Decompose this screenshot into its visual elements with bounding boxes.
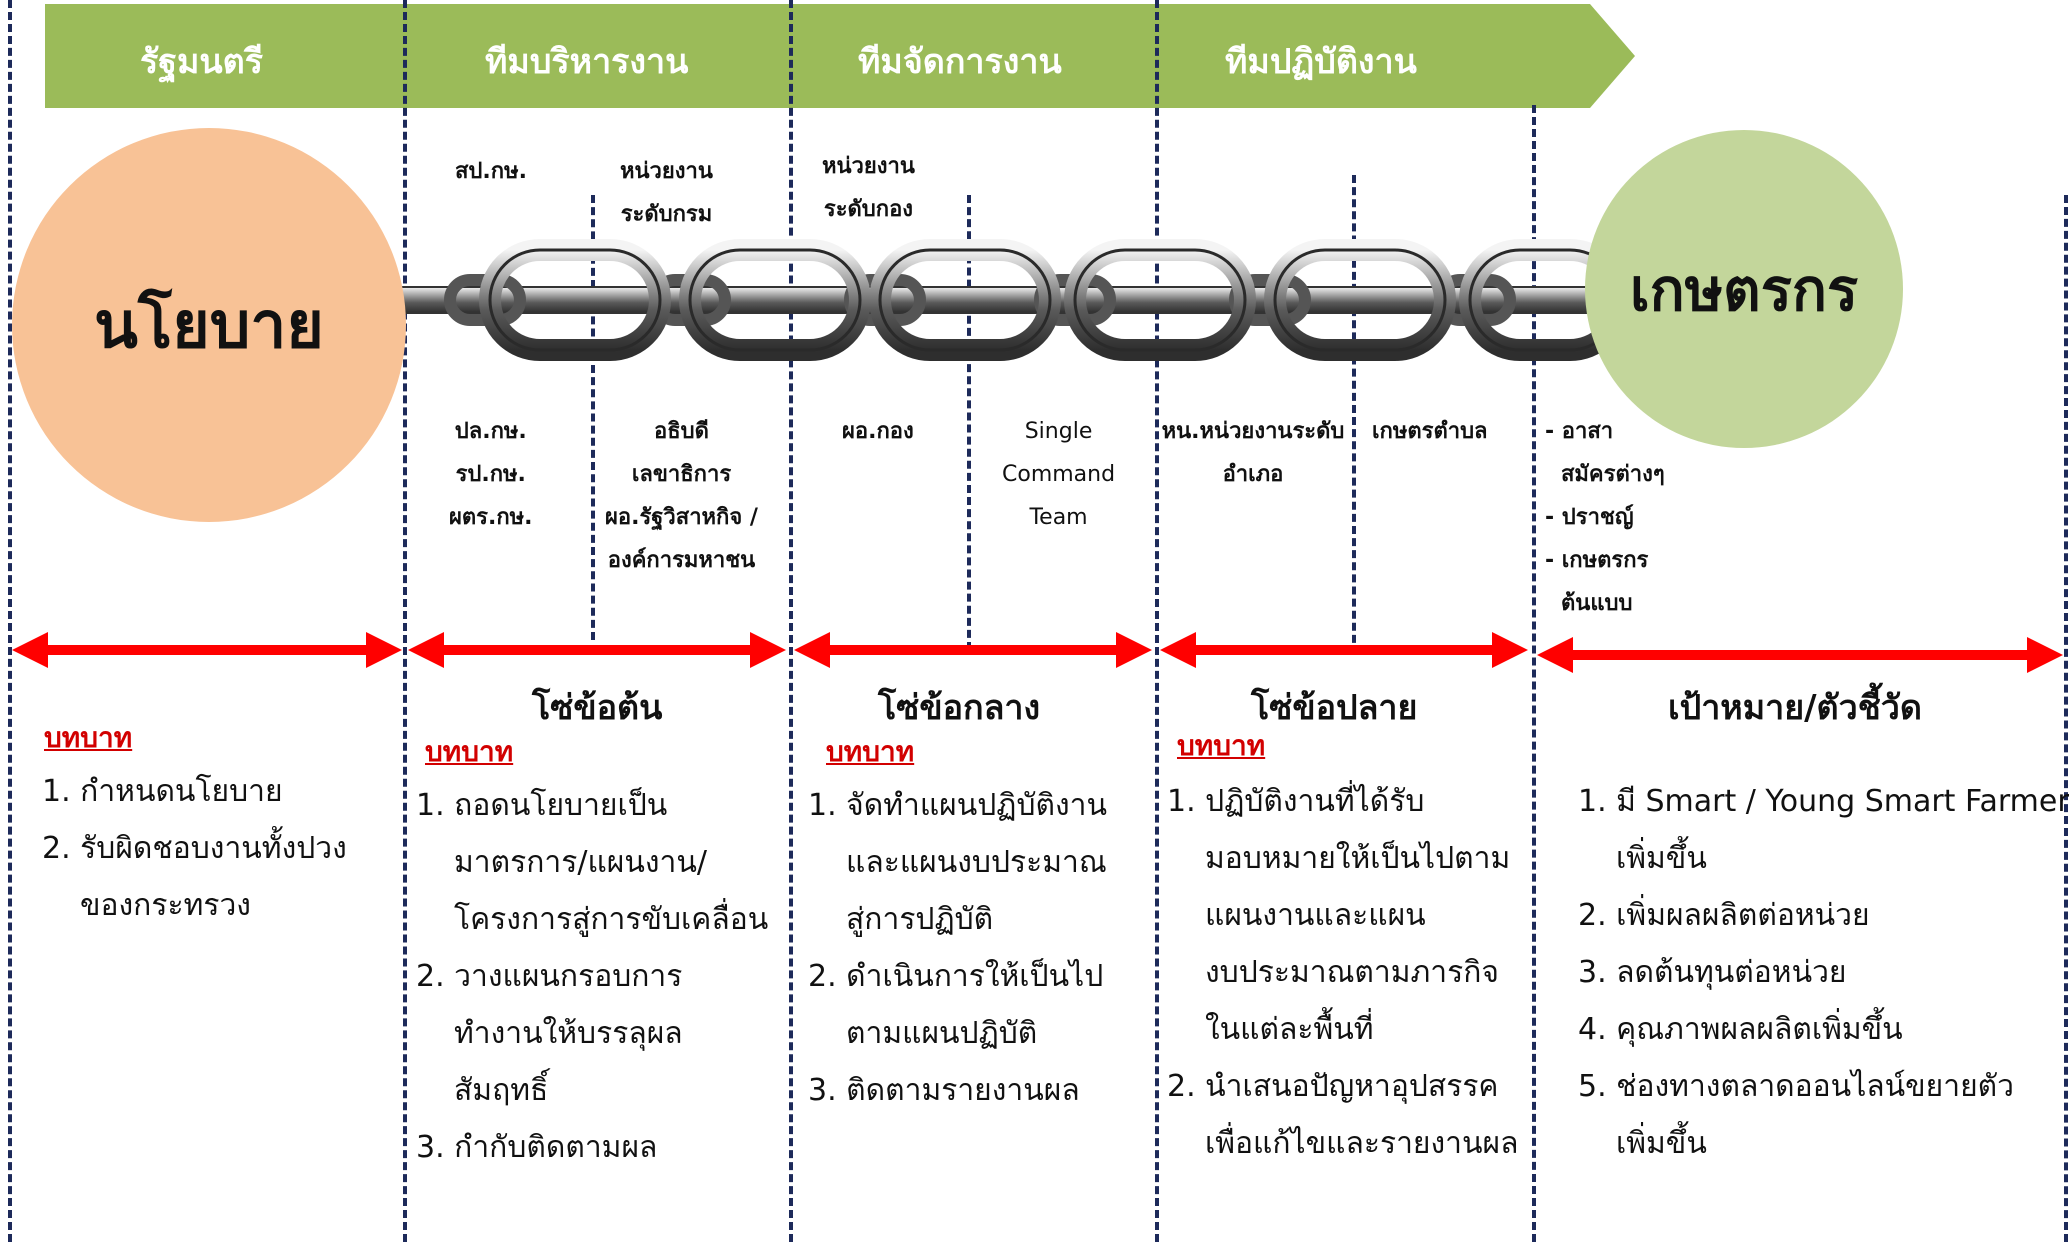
farmers-label: เกษตรกร <box>1629 255 1859 324</box>
header-operations-team: ทีมจัดการงาน <box>858 42 1062 82</box>
end-role-list: 1. ปฏิบัติงานที่ได้รับมอบหมายให้เป็นไปตา… <box>1167 773 1518 1172</box>
title-targets: เป้าหมาย/ตัวชี้วัด <box>1668 688 1922 728</box>
label-district-head: หน.หน่วยงานระดับอำเภอ <box>1161 419 1345 487</box>
list-item: 3. ลดต้นทุนต่อหน่วย <box>1578 955 1847 990</box>
list-item: 2. นำเสนอปัญหาอุปสรรคเพื่อแก้ไขและรายงาน… <box>1167 1069 1519 1161</box>
header-management-team: ทีมบริหารงาน <box>485 42 689 82</box>
divider-start-middle <box>789 0 793 1242</box>
chain-image <box>380 239 1630 361</box>
arrow-target-span <box>1537 637 2063 673</box>
list-item: 1. จัดทำแผนปฏิบัติงานและแผนงบประมาณสู่กา… <box>808 788 1107 937</box>
header-minister: รัฐมนตรี <box>140 42 264 82</box>
list-item: 2. รับผิดชอบงานทั้งปวงของกระทรวง <box>42 831 347 923</box>
arrow-start-span <box>408 632 786 668</box>
list-item: 4. คุณภาพผลผลิตเพิ่มขึ้น <box>1578 1012 1903 1047</box>
divider-end-inner <box>1352 175 1356 655</box>
chain-front-links <box>479 239 1630 361</box>
divider-left-edge <box>8 0 12 1242</box>
header-field-team: ทีมปฏิบัติงาน <box>1225 42 1417 82</box>
list-item: 1. ถอดนโยบายเป็นมาตรการ/แผนงาน/โครงการสู… <box>416 788 769 937</box>
list-item: 5. ช่องทางตลาดออนไลน์ขยายตัวเพิ่มขึ้น <box>1578 1069 2015 1161</box>
list-item: 2. วางแผนกรอบการทำงานให้บรรลุผลสัมฤทธิ์ <box>416 959 683 1108</box>
start-role-list: 1. ถอดนโยบายเป็นมาตรการ/แผนงาน/โครงการสู… <box>416 777 768 1176</box>
header-arrow-banner <box>45 4 1635 108</box>
role-heading-minister: บทบาท <box>44 721 133 754</box>
arrow-end-span <box>1160 632 1528 668</box>
label-division-head: ผอ.กอง <box>842 419 914 444</box>
title-end-link: โซ่ข้อปลาย <box>1251 688 1418 728</box>
title-middle-link: โซ่ข้อกลาง <box>878 688 1041 728</box>
label-department-unit: หน่วยงานระดับกรม <box>620 159 713 227</box>
label-division-unit: หน่วยงานระดับกอง <box>822 154 915 222</box>
divider-right-edge <box>2064 195 2068 1242</box>
policy-circle: นโยบาย <box>12 128 406 522</box>
label-farmer-groups: - อาสา สมัครต่างๆ - ปราชญ์ - เกษตรกร ต้น… <box>1545 419 1665 616</box>
arrow-middle-span <box>794 632 1152 668</box>
divider-end-target <box>1532 105 1536 1242</box>
list-item: 2. เพิ่มผลผลิตต่อหน่วย <box>1578 898 1870 933</box>
minister-role-list: 1. กำหนดนโยบาย 2. รับผิดชอบงานทั้งปวงของ… <box>42 763 347 934</box>
list-item: 1. ปฏิบัติงานที่ได้รับมอบหมายให้เป็นไปตา… <box>1167 784 1511 1047</box>
arrow-minister-span <box>12 632 402 668</box>
role-heading-middle: บทบาท <box>826 735 915 768</box>
role-heading-end: บทบาท <box>1177 729 1266 762</box>
label-office-permanent-secretary: สป.กษ. <box>455 159 527 184</box>
title-start-link: โซ่ข้อต้น <box>532 688 663 728</box>
header-banner-shape <box>45 4 1635 108</box>
divider-middle-end <box>1155 0 1159 1242</box>
divider-middle-inner <box>967 195 971 650</box>
role-heading-start: บทบาท <box>425 735 514 768</box>
label-subdistrict-extension: เกษตรตำบล <box>1372 419 1488 444</box>
middle-role-list: 1. จัดทำแผนปฏิบัติงานและแผนงบประมาณสู่กา… <box>808 777 1107 1119</box>
list-item: 3. ติดตามรายงานผล <box>808 1073 1080 1108</box>
list-item: 3. กำกับติดตามผล <box>416 1130 658 1165</box>
divider-minister-start <box>403 0 407 1242</box>
policy-label: นโยบาย <box>94 289 324 363</box>
list-item: 2. ดำเนินการให้เป็นไปตามแผนปฏิบัติ <box>808 959 1104 1051</box>
label-ministry-executives: ปล.กษ.รป.กษ.ผตร.กษ. <box>449 419 533 530</box>
list-item: 1. กำหนดนโยบาย <box>42 774 283 809</box>
label-department-executives: อธิบดีเลขาธิการผอ.รัฐวิสาหกิจ /องค์การมห… <box>605 419 758 573</box>
farmers-circle: เกษตรกร <box>1585 130 1903 448</box>
divider-start-inner <box>591 195 595 640</box>
